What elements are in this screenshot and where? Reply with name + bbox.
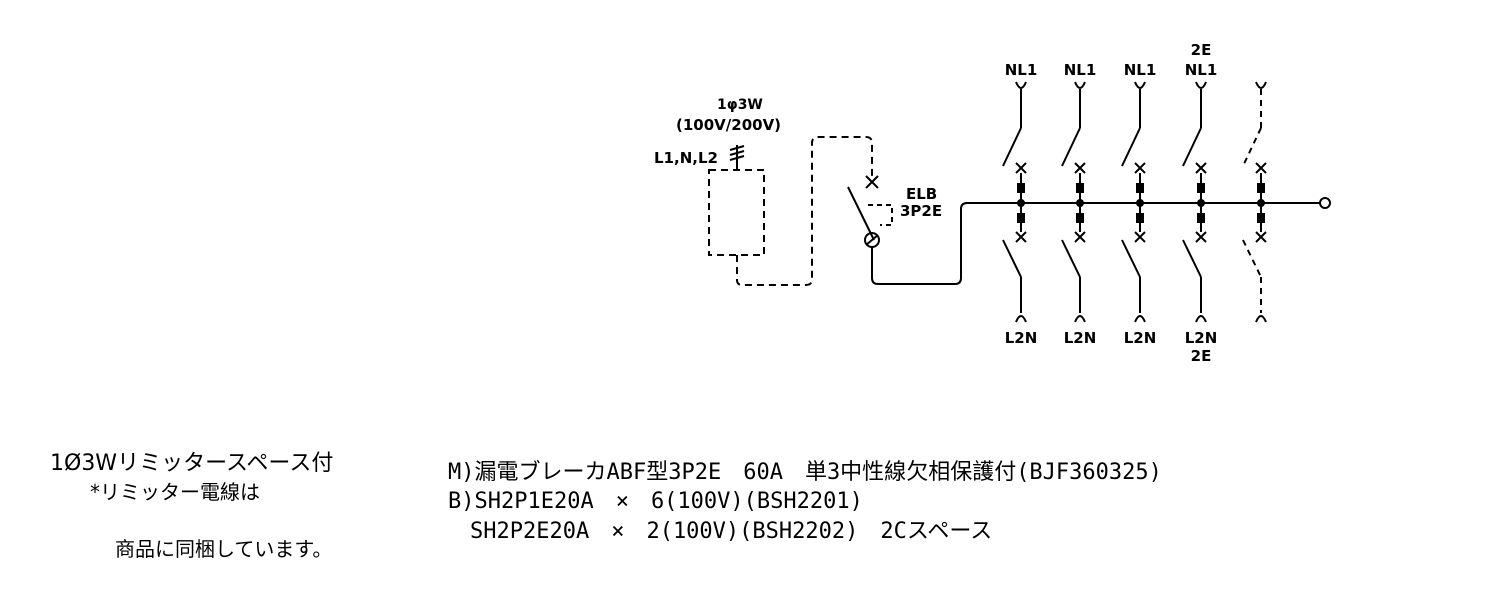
note-right-3: SH2P2E20A × 2(100V)(BSH2202) 2Cスペース xyxy=(448,519,992,544)
supply-phase: 1φ3W xyxy=(717,97,763,113)
supply-voltage: (100V/200V) xyxy=(676,116,781,134)
branch-breaker-3 xyxy=(1121,81,1146,323)
elb-poles: 3P2E xyxy=(900,202,942,220)
branch-breaker-4 xyxy=(1182,81,1207,323)
phase-tick xyxy=(729,145,745,151)
branch-breaker-5 xyxy=(1242,81,1267,323)
note-right-1: M)漏電ブレーカABF型3P2E 60A 単3中性線欠相保護付(BJF36032… xyxy=(448,460,1162,485)
note-left-3: 商品に同梱しています。 xyxy=(115,537,332,561)
branch-top-extra-4: 2E xyxy=(1191,41,1212,59)
branch-top-label-2: NL1 xyxy=(1064,61,1097,79)
branch-breaker-2 xyxy=(1061,81,1086,323)
bus-end-terminal xyxy=(1319,197,1331,209)
branch-bottom-label-1: L2N xyxy=(1005,329,1038,347)
supply-lines: L1,N,L2 xyxy=(654,149,718,167)
branch-top-label-1: NL1 xyxy=(1005,61,1038,79)
branch-top-label-4: NL1 xyxy=(1185,61,1218,79)
branch-bottom-label-4: L2N xyxy=(1185,329,1218,347)
note-right-2: B)SH2P1E20A × 6(100V)(BSH2201) xyxy=(448,489,863,514)
branch-bottom-label-3: L2N xyxy=(1124,329,1157,347)
branch-top-label-3: NL1 xyxy=(1124,61,1157,79)
limiter-space-box xyxy=(708,169,765,256)
branch-breaker-1 xyxy=(1002,81,1027,323)
branch-bottom-label-2: L2N xyxy=(1064,329,1097,347)
main-elb-symbol xyxy=(847,175,1320,285)
note-left-2: *リミッター電線は xyxy=(90,480,260,504)
note-left-1: 1Ø3Wリミッタースペース付 xyxy=(50,451,333,476)
limiter-wire xyxy=(736,136,873,286)
branch-bottom-extra-4: 2E xyxy=(1191,347,1212,365)
elb-name: ELB xyxy=(906,185,937,203)
